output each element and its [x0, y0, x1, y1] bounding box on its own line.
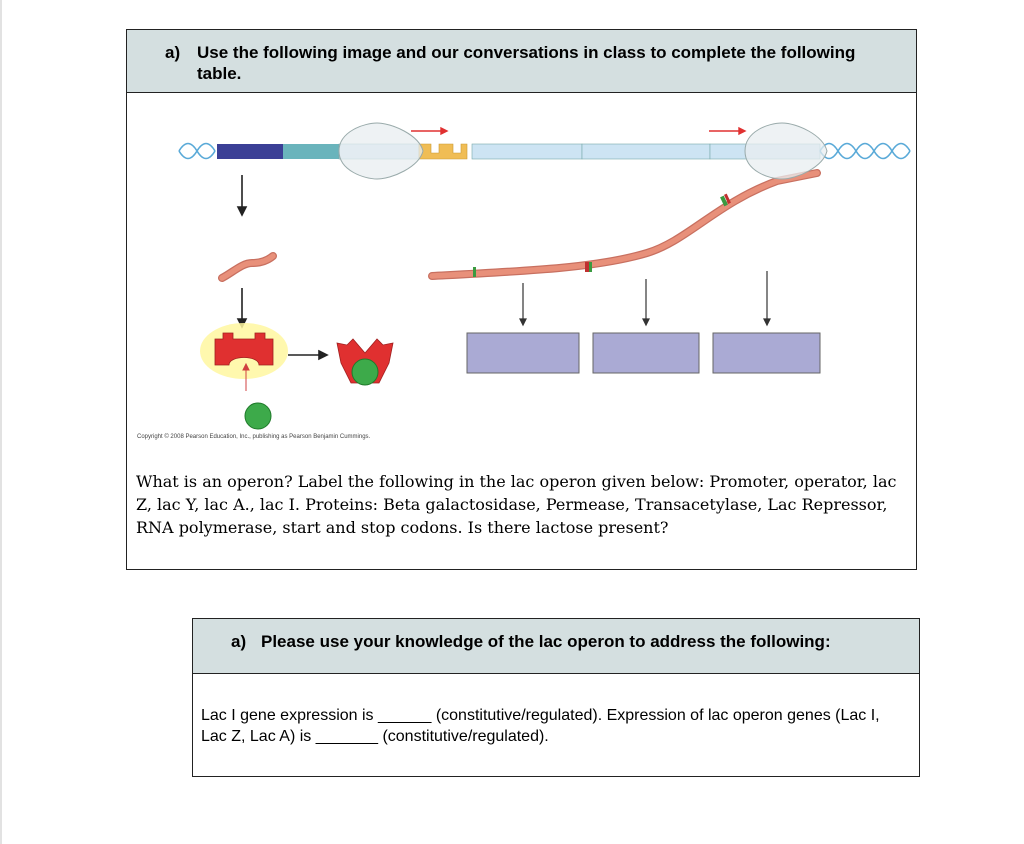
active-repressor — [214, 332, 274, 366]
translation-arrows — [519, 271, 771, 327]
stop-codon-mark — [585, 262, 589, 272]
table-header-1: a) Use the following image and our conve… — [127, 30, 916, 93]
bound-inducer — [351, 358, 379, 386]
transcription-arrow-1 — [411, 126, 449, 136]
inducer-molecule — [244, 402, 272, 430]
section-heading: Use the following image and our conversa… — [197, 43, 856, 83]
question-table-2: a) Please use your knowledge of the lac … — [192, 618, 920, 777]
rna-polymerase-right — [744, 122, 828, 180]
start-codon-mark — [473, 267, 476, 277]
lac-operon-diagram — [178, 122, 911, 430]
item-marker: a) — [165, 43, 181, 62]
copyright-notice: Copyright © 2008 Pearson Education, Inc.… — [137, 434, 371, 440]
repressor-gene-segment — [217, 144, 283, 159]
binding-arrow — [242, 362, 250, 391]
fill-in-statement: Lac I gene expression is ______ (constit… — [201, 707, 880, 745]
section-heading: Please use your knowledge of the lac ope… — [261, 632, 831, 651]
question-table-1: a) Use the following image and our conve… — [126, 29, 917, 570]
repressor-gene-arrow — [236, 175, 248, 217]
codon-mark — [720, 195, 728, 207]
operon-question: What is an operon? Label the following i… — [136, 472, 897, 537]
inactivation-arrow — [288, 349, 329, 361]
protein-box-1 — [466, 332, 580, 374]
translation-arrow-repressor — [236, 288, 248, 329]
lacZ-segment — [471, 143, 583, 160]
operator-segment — [418, 143, 468, 160]
table-header-2: a) Please use your knowledge of the lac … — [193, 619, 919, 674]
item-marker: a) — [231, 632, 247, 651]
protein-box-2 — [592, 332, 700, 374]
promoter-segment — [283, 144, 339, 159]
rna-polymerase-left — [338, 122, 424, 180]
protein-box-3 — [712, 332, 821, 374]
dna-helix-right — [819, 142, 911, 160]
dna-helix-left — [178, 142, 216, 160]
page-edge — [0, 0, 2, 844]
transcription-arrow-2 — [709, 126, 747, 136]
lacY-segment — [581, 143, 711, 160]
